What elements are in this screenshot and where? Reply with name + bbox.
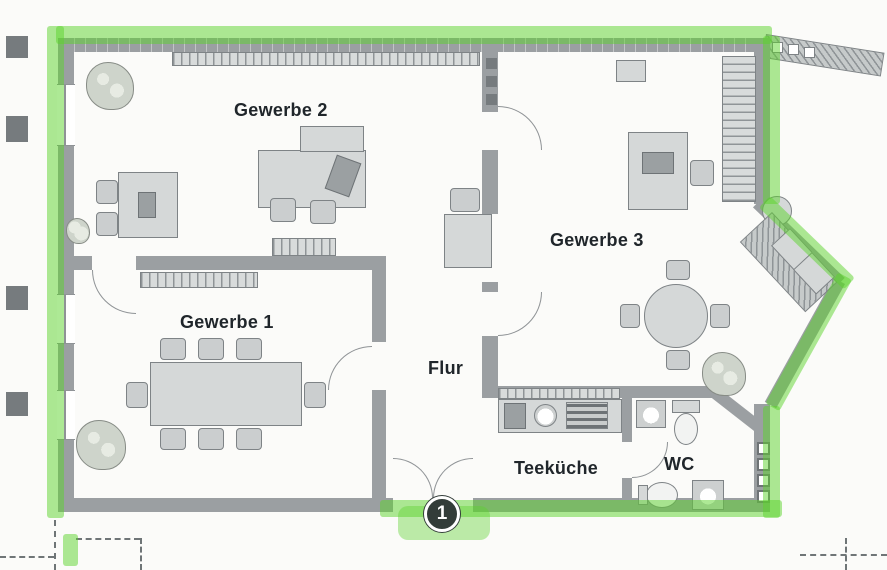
wall-center-stub — [482, 38, 498, 112]
door-arc-wc — [632, 442, 668, 478]
shaft-box — [486, 76, 497, 87]
monitor — [642, 152, 674, 174]
chair — [236, 338, 262, 360]
outer-wall-right-top — [754, 38, 770, 204]
entrance-marker: 1 — [424, 496, 460, 532]
window — [57, 84, 75, 146]
plant — [86, 62, 134, 110]
monitor — [138, 192, 156, 218]
chair — [126, 382, 148, 408]
outer-wall-top — [74, 38, 764, 52]
door-arc-flur-gewerbe3 — [498, 292, 542, 336]
shaft-box — [757, 490, 770, 503]
wall-flur-right — [482, 336, 498, 398]
wall-flur-right — [482, 282, 498, 292]
toilet-bowl — [646, 482, 678, 508]
chair — [160, 338, 186, 360]
chair — [666, 260, 690, 280]
room-label-flur: Flur — [428, 358, 464, 378]
chair — [198, 428, 224, 450]
shelf-row — [172, 52, 480, 66]
neighbour-wall-stub — [6, 116, 28, 142]
room-label-wc: WC — [664, 454, 695, 474]
window — [57, 390, 75, 440]
chair — [270, 198, 296, 222]
room-label-gewerbe3: Gewerbe 3 — [550, 230, 644, 250]
shaft-box — [486, 58, 497, 69]
toilet-tank — [638, 485, 648, 505]
window — [57, 294, 75, 344]
dashed-line — [800, 554, 887, 556]
neighbour-wall-band — [762, 34, 885, 77]
wall-gewerbe1-top — [74, 256, 92, 270]
chair — [96, 212, 118, 236]
wash-basin — [636, 400, 666, 428]
door-arc-entrance-right — [433, 458, 473, 498]
toilet-bowl — [674, 413, 698, 445]
wash-basin — [692, 480, 724, 510]
chair — [666, 350, 690, 370]
kitchen-sink — [534, 404, 557, 427]
neighbour-shaft — [804, 47, 815, 58]
wall-gewerbe1-right — [372, 256, 386, 342]
chair — [710, 304, 730, 328]
wall-teekueche-wc — [622, 478, 632, 512]
stove — [566, 402, 608, 429]
dashed-line — [76, 538, 140, 540]
dashed-line — [54, 520, 56, 570]
wall-teekueche-wc — [622, 398, 632, 442]
upper-cabinets — [498, 388, 620, 399]
outer-wall-bottom-left — [74, 498, 393, 512]
desk — [444, 214, 492, 268]
shelf-column — [722, 56, 756, 202]
chair — [450, 188, 480, 212]
chair — [96, 180, 118, 204]
neighbour-wall-stub — [6, 392, 28, 416]
chair — [310, 200, 336, 224]
neighbour-shaft — [788, 44, 799, 55]
shaft-box — [757, 474, 770, 487]
chair — [198, 338, 224, 360]
door-arc-center — [498, 106, 542, 150]
dashed-line — [140, 538, 142, 570]
desk — [616, 60, 646, 82]
dashed-line — [0, 556, 54, 558]
chair — [620, 304, 640, 328]
neighbour-shaft — [772, 42, 783, 53]
wall-center-pillar — [482, 150, 498, 214]
chair — [160, 428, 186, 450]
shaft-box — [757, 458, 770, 471]
wall-gewerbe1-top — [136, 256, 384, 270]
chair — [690, 160, 714, 186]
sideboard — [272, 238, 336, 256]
chair — [304, 382, 326, 408]
shaft-box — [486, 94, 497, 105]
plant — [76, 420, 126, 470]
room-label-teekueche: Teeküche — [514, 458, 599, 478]
shaft-box — [757, 442, 770, 455]
round-table — [644, 284, 708, 348]
dishwasher — [504, 403, 526, 429]
door-arc-entrance-left — [393, 458, 433, 498]
neighbour-wall-stub — [6, 286, 28, 310]
wall-gewerbe1-right — [372, 390, 386, 512]
door-arc-flur-gewerbe1 — [328, 346, 372, 390]
plant — [702, 352, 746, 396]
door-arc-gewerbe1-entry — [92, 270, 136, 314]
conference-table — [150, 362, 302, 426]
room-label-gewerbe1: Gewerbe 1 — [180, 312, 274, 332]
desk — [300, 126, 364, 152]
room-label-gewerbe2: Gewerbe 2 — [234, 100, 328, 120]
plant — [66, 218, 90, 244]
neighbour-wall-stub — [6, 36, 28, 58]
sideboard — [140, 272, 258, 288]
toilet-tank — [672, 400, 700, 413]
chair — [236, 428, 262, 450]
